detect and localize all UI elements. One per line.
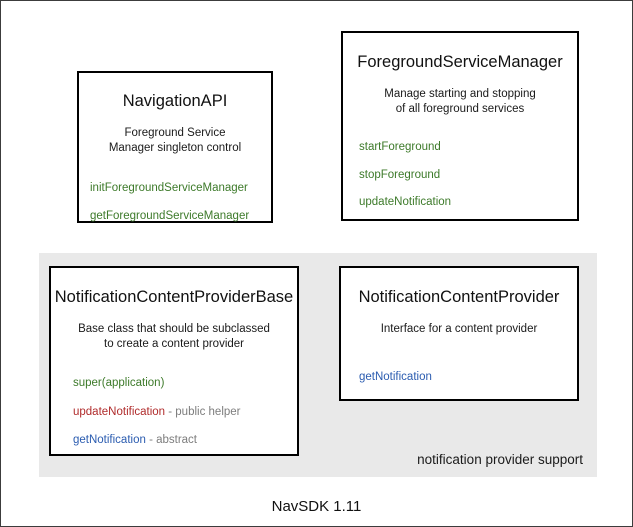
member-name: getForegroundServiceManager xyxy=(90,209,250,222)
member-get-notification-interface[interactable]: getNotification xyxy=(359,371,577,384)
class-desc-line1-notification-content-provider-base: Base class that should be subclassed xyxy=(78,323,270,335)
class-box-notification-content-provider[interactable]: NotificationContentProvider Interface fo… xyxy=(339,266,579,401)
member-name: initForegroundServiceManager xyxy=(90,182,248,195)
class-title-notification-content-provider: NotificationContentProvider xyxy=(358,288,560,306)
member-update-notification-base[interactable]: updateNotification - public helper xyxy=(73,405,297,419)
class-title-foreground-service-manager: ForegroundServiceManager xyxy=(357,53,563,71)
member-init-foreground-service-manager[interactable]: initForegroundServiceManager xyxy=(90,183,271,195)
member-get-foreground-service-manager[interactable]: getForegroundServiceManager xyxy=(90,209,271,223)
member-note: - abstract xyxy=(145,434,198,447)
class-title-navigation-api: NavigationAPI xyxy=(122,92,228,110)
footer-title: NavSDK 1.11 xyxy=(271,498,362,515)
member-note: - public helper xyxy=(165,405,241,418)
class-title-notification-content-provider-base: NotificationContentProviderBase xyxy=(54,288,294,306)
member-super-application[interactable]: super(application) xyxy=(73,378,297,390)
member-name: super(application) xyxy=(73,377,165,390)
member-name: getNotification xyxy=(359,371,432,384)
member-name: updateNotification xyxy=(73,405,166,418)
class-desc-line2-navigation-api: Manager singleton control xyxy=(108,142,242,155)
class-desc-line1-navigation-api: Foreground Service xyxy=(124,127,226,139)
member-name: startForeground xyxy=(359,141,441,154)
member-update-notification-fsm[interactable]: updateNotification xyxy=(359,197,577,209)
member-name: stopForeground xyxy=(359,168,441,181)
member-name: updateNotification xyxy=(359,196,452,209)
member-start-foreground[interactable]: startForeground xyxy=(359,142,577,154)
class-box-notification-content-provider-base[interactable]: NotificationContentProviderBase Base cla… xyxy=(49,266,299,456)
class-desc-line1-foreground-service-manager: Manage starting and stopping xyxy=(384,88,536,100)
member-name: getNotification xyxy=(73,434,146,447)
member-get-notification-base[interactable]: getNotification - abstract xyxy=(73,435,297,447)
group-panel-label: notification provider support xyxy=(417,452,583,467)
class-desc-line2-notification-content-provider-base: to create a content provider xyxy=(104,338,244,351)
class-box-foreground-service-manager[interactable]: ForegroundServiceManager Manage starting… xyxy=(341,31,579,221)
class-desc-line1-notification-content-provider: Interface for a content provider xyxy=(380,323,538,335)
class-box-navigation-api[interactable]: NavigationAPI Foreground Service Manager… xyxy=(77,71,273,223)
member-stop-foreground[interactable]: stopForeground xyxy=(359,168,577,182)
class-desc-line2-foreground-service-manager: of all foreground services xyxy=(395,103,525,116)
